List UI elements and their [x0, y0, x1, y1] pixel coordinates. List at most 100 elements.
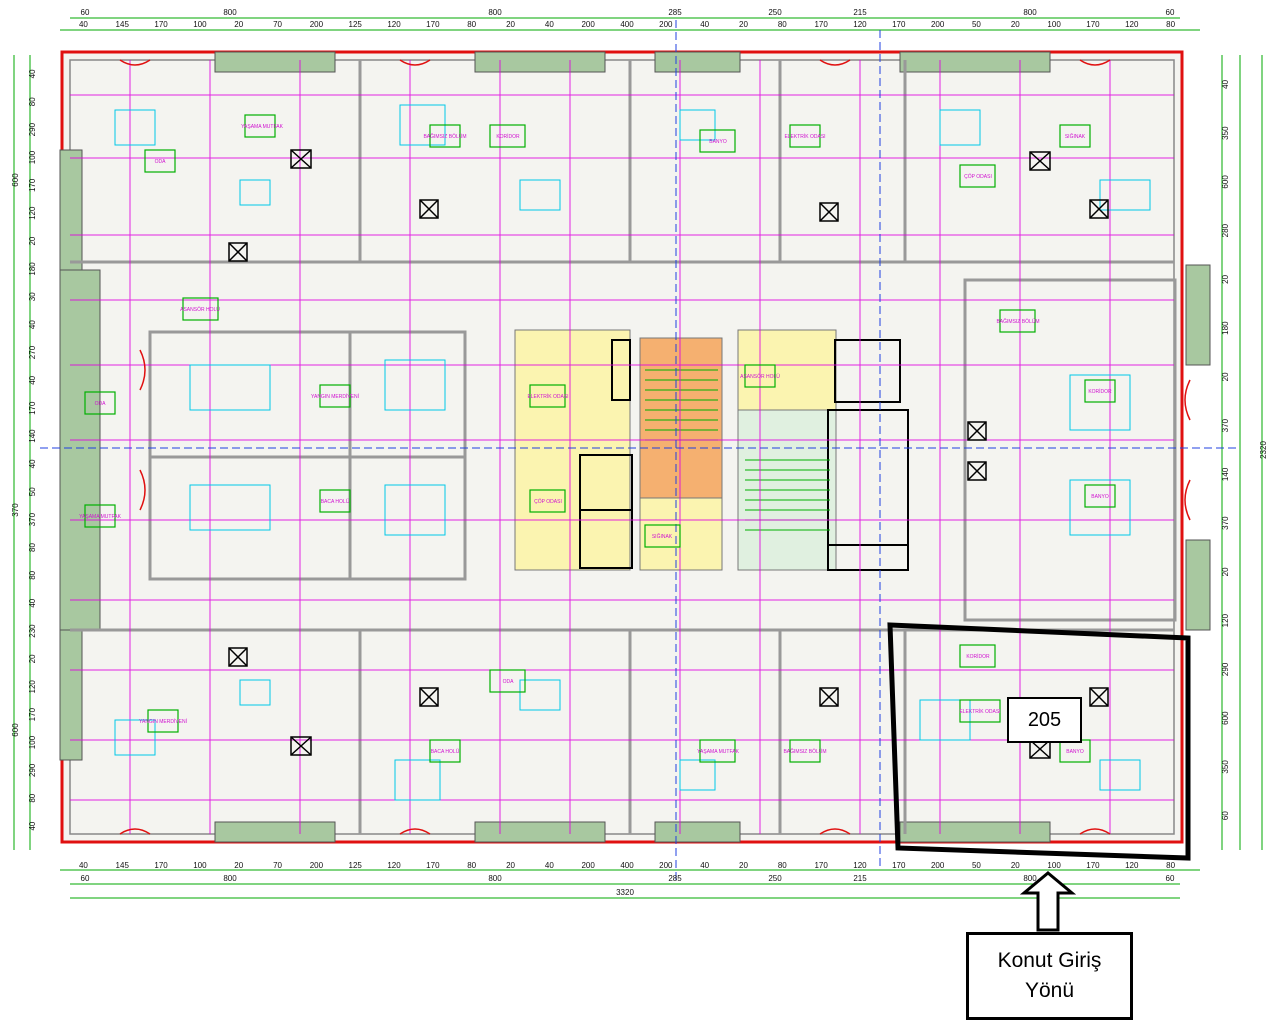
bottom-dim-row2: 20: [1011, 861, 1020, 870]
left-dim: 370: [28, 512, 37, 526]
top-dim-row2: 170: [1086, 20, 1100, 29]
top-dim-row2: 170: [154, 20, 168, 29]
unit-205-outline: [887, 622, 1191, 861]
left-dim: 80: [28, 97, 37, 106]
top-dim-row2: 200: [581, 20, 595, 29]
bottom-dim-row2: 20: [739, 861, 748, 870]
bottom-dim-row2: 200: [581, 861, 595, 870]
bottom-dim-row2: 120: [1125, 861, 1139, 870]
room-tag-label: BAĞIMSIZ BÖLÜM: [423, 133, 466, 140]
bottom-dim-row1: 250: [768, 874, 782, 883]
room-tag-label: BANYO: [709, 139, 727, 145]
left-dim: 290: [28, 122, 37, 136]
right-dim: 20: [1221, 567, 1230, 576]
bottom-dim-row2: 170: [426, 861, 440, 870]
top-dim-row1: 60: [81, 8, 90, 17]
left-dim: 120: [28, 680, 37, 694]
bottom-dim-row1: 215: [853, 874, 867, 883]
bottom-dim-row1: 60: [1166, 874, 1175, 883]
top-dim-row1: 800: [223, 8, 237, 17]
room-tag-label: BANYO: [1091, 494, 1109, 500]
room-tag-label: ÇÖP ODASI: [534, 498, 562, 505]
top-dim-row2: 40: [79, 20, 88, 29]
bottom-dim-row2: 80: [467, 861, 476, 870]
left-group-dim: 370: [11, 503, 20, 517]
left-group-dim: 600: [11, 723, 20, 737]
bottom-dim-row2: 100: [1047, 861, 1061, 870]
left-dim: 170: [28, 707, 37, 721]
left-dim: 290: [28, 763, 37, 777]
top-dim-row2: 170: [892, 20, 906, 29]
bottom-dim-row2: 120: [387, 861, 401, 870]
room-tag-label: ASANSÖR HOLÜ: [740, 373, 780, 380]
top-dim-row2: 20: [739, 20, 748, 29]
room-tag-label: ÇÖP ODASI: [964, 173, 992, 180]
room-tag-label: ODA: [155, 159, 167, 165]
room-tag-label: BACA HOLÜ: [431, 748, 460, 755]
room-tag-label: ELEKTRİK ODASI: [527, 393, 568, 400]
top-dim-row2: 40: [545, 20, 554, 29]
room-tag-label: ASANSÖR HOLÜ: [180, 306, 220, 313]
right-total-dim: 2320: [1259, 441, 1268, 459]
left-dim: 80: [28, 543, 37, 552]
right-dim: 600: [1221, 711, 1230, 725]
left-dim: 30: [28, 292, 37, 301]
top-dim-row2: 100: [193, 20, 207, 29]
top-dim-row2: 20: [234, 20, 243, 29]
dimension-lines: [13, 17, 1263, 899]
left-dim: 80: [28, 570, 37, 579]
bottom-dim-row2: 200: [931, 861, 945, 870]
bottom-dim-row2: 100: [193, 861, 207, 870]
left-group-dim: 600: [11, 173, 20, 187]
bottom-dim-row2: 20: [506, 861, 515, 870]
top-dim-row2: 200: [659, 20, 673, 29]
bottom-dim-row2: 80: [1166, 861, 1175, 870]
bottom-dim-row2: 40: [79, 861, 88, 870]
right-dim: 280: [1221, 223, 1230, 237]
room-tag-label: YAŞAMA MUTFAK: [79, 514, 122, 520]
left-dim: 40: [28, 69, 37, 78]
doors: [119, 59, 1191, 835]
left-dim: 40: [28, 320, 37, 329]
top-dim-row2: 200: [310, 20, 324, 29]
top-dim-row1: 60: [1166, 8, 1175, 17]
overall-width-dim: 3320: [616, 888, 634, 897]
right-dim: 350: [1221, 126, 1230, 140]
bottom-dim-row2: 170: [154, 861, 168, 870]
center-axes: [40, 20, 1240, 880]
right-dim: 20: [1221, 372, 1230, 381]
room-tag-label: KORİDOR: [1088, 388, 1112, 395]
left-dim: 100: [28, 735, 37, 749]
right-dim: 60: [1221, 811, 1230, 820]
top-dim-row2: 80: [778, 20, 787, 29]
room-tag-label: ELEKTRİK ODASI: [784, 133, 825, 140]
left-dim: 50: [28, 487, 37, 496]
bottom-dim-row2: 200: [310, 861, 324, 870]
left-dim: 80: [28, 793, 37, 802]
bottom-dim-row1: 800: [1023, 874, 1037, 883]
entrance-arrow: [1019, 871, 1077, 932]
bottom-dim-row2: 400: [620, 861, 634, 870]
bottom-dim-row2: 50: [972, 861, 981, 870]
room-tag-label: KORİDOR: [966, 653, 990, 660]
left-dim: 40: [28, 375, 37, 384]
top-dim-row2: 40: [700, 20, 709, 29]
shafts: [228, 149, 1109, 759]
bottom-dim-row2: 170: [814, 861, 828, 870]
room-tag-label: BAĞIMSIZ BÖLÜM: [996, 318, 1039, 325]
right-dim: 290: [1221, 662, 1230, 676]
room-tag-label: YAŞAMA MUTFAK: [697, 749, 740, 755]
left-dim: 40: [28, 821, 37, 830]
left-dim: 270: [28, 345, 37, 359]
left-dim: 120: [28, 206, 37, 220]
bottom-dim-row1: 800: [488, 874, 502, 883]
top-dim-row2: 80: [467, 20, 476, 29]
top-dim-row2: 400: [620, 20, 634, 29]
room-tag-label: ODA: [503, 679, 515, 685]
right-dim: 600: [1221, 175, 1230, 189]
right-dim: 370: [1221, 516, 1230, 530]
callout-line-1: Konut Giriş: [997, 949, 1102, 972]
bottom-dim-row2: 170: [1086, 861, 1100, 870]
bottom-dim-row2: 145: [116, 861, 130, 870]
